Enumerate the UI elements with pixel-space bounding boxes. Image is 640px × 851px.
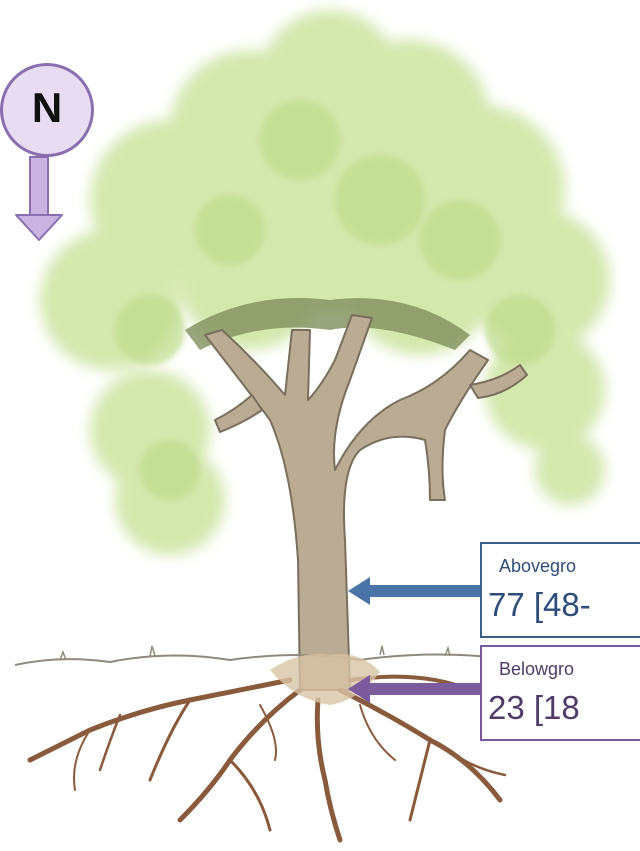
aboveground-arrow: [348, 577, 482, 605]
tree-trunk: [205, 315, 527, 690]
nitrogen-badge: N: [0, 63, 94, 157]
tree-roots: [30, 677, 505, 840]
aboveground-value: 77 [48-: [488, 586, 591, 624]
belowground-value: 23 [18: [488, 689, 580, 727]
aboveground-label: Abovegro: [499, 556, 576, 577]
nitrogen-arrow: [16, 157, 62, 240]
belowground-callout: Belowgro 23 [18: [480, 645, 640, 741]
nitrogen-label: N: [3, 84, 91, 132]
belowground-label: Belowgro: [499, 659, 574, 680]
aboveground-callout: Abovegro 77 [48-: [480, 542, 640, 638]
